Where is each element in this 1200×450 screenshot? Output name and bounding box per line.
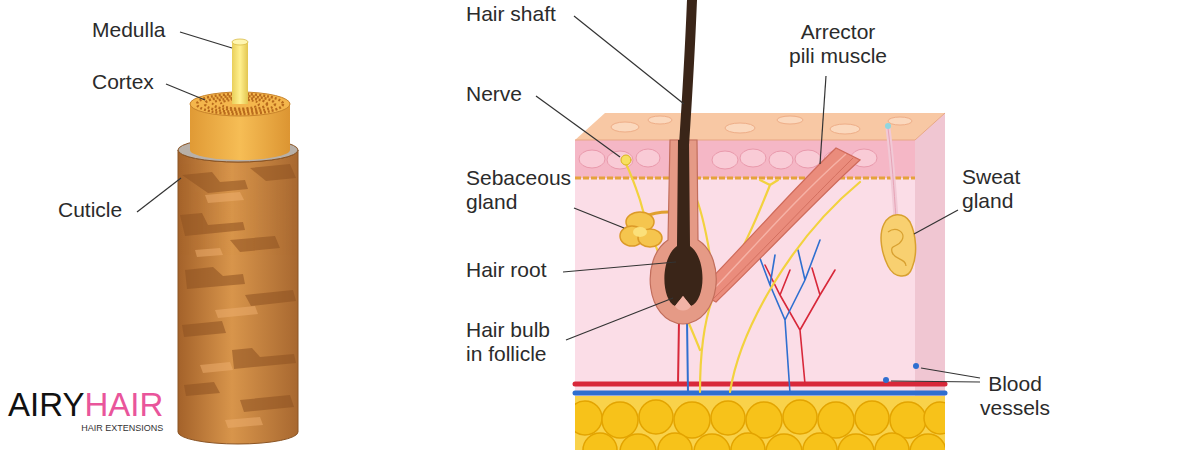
hair-shaft bbox=[684, 0, 692, 145]
part-label: Hair shaft bbox=[466, 2, 556, 26]
watermark: AIRY bbox=[8, 388, 84, 421]
part-label: Cuticle bbox=[58, 198, 122, 222]
arrector-pili-muscle bbox=[698, 148, 860, 302]
vein bbox=[575, 391, 945, 396]
sweat-gland bbox=[881, 123, 916, 276]
capillaries bbox=[687, 320, 688, 393]
leader-line bbox=[921, 368, 980, 378]
leader-lines bbox=[536, 16, 980, 382]
medulla-top bbox=[232, 39, 248, 45]
artery bbox=[575, 382, 945, 387]
part-label: Hair root bbox=[466, 258, 547, 282]
medulla-rod bbox=[232, 42, 248, 104]
leader-line bbox=[536, 96, 620, 157]
skin-block bbox=[575, 113, 945, 450]
surface-cells bbox=[611, 116, 912, 134]
epidermis bbox=[575, 140, 915, 178]
cuticle-highlights bbox=[195, 192, 263, 428]
hair-strand bbox=[178, 39, 298, 444]
dermal-papilla bbox=[675, 296, 691, 311]
part-label: Arrector pili muscle bbox=[786, 20, 890, 68]
capillaries bbox=[678, 320, 679, 384]
fat-layer bbox=[575, 396, 945, 450]
vessel-section bbox=[883, 377, 889, 383]
leader-line bbox=[914, 210, 958, 234]
leader-line bbox=[820, 76, 826, 164]
leader-line bbox=[137, 178, 181, 212]
part-label: Medulla bbox=[92, 18, 166, 42]
capillaries bbox=[765, 265, 835, 384]
basement-line bbox=[575, 177, 915, 180]
leader-line bbox=[166, 84, 205, 100]
leader-line bbox=[566, 298, 673, 340]
hair-root bbox=[664, 140, 702, 306]
cuticle-scales bbox=[180, 164, 296, 412]
leader-lines bbox=[137, 32, 232, 212]
block-edge bbox=[575, 140, 915, 141]
part-label: Cortex bbox=[92, 70, 154, 94]
block-edge bbox=[915, 113, 945, 140]
leader-line bbox=[574, 16, 684, 104]
watermark: HAIR bbox=[84, 388, 163, 421]
leader-line bbox=[563, 262, 676, 272]
part-label: Blood vessels bbox=[968, 372, 1063, 420]
part-label: Nerve bbox=[466, 82, 522, 106]
sebaceous-gland bbox=[620, 212, 668, 247]
watermark-subtitle: HAIR EXTENSIONS bbox=[81, 424, 163, 433]
cuticle-layer bbox=[178, 150, 298, 444]
part-label: Sebaceous gland bbox=[466, 166, 591, 214]
part-label: Sweat gland bbox=[962, 165, 1057, 213]
leader-line bbox=[891, 381, 980, 382]
hair-follicle bbox=[650, 140, 716, 324]
leader-line bbox=[180, 32, 232, 48]
vessel-section bbox=[913, 363, 919, 369]
part-label: Hair bulb in follicle bbox=[466, 318, 561, 366]
leader-line bbox=[574, 208, 624, 228]
